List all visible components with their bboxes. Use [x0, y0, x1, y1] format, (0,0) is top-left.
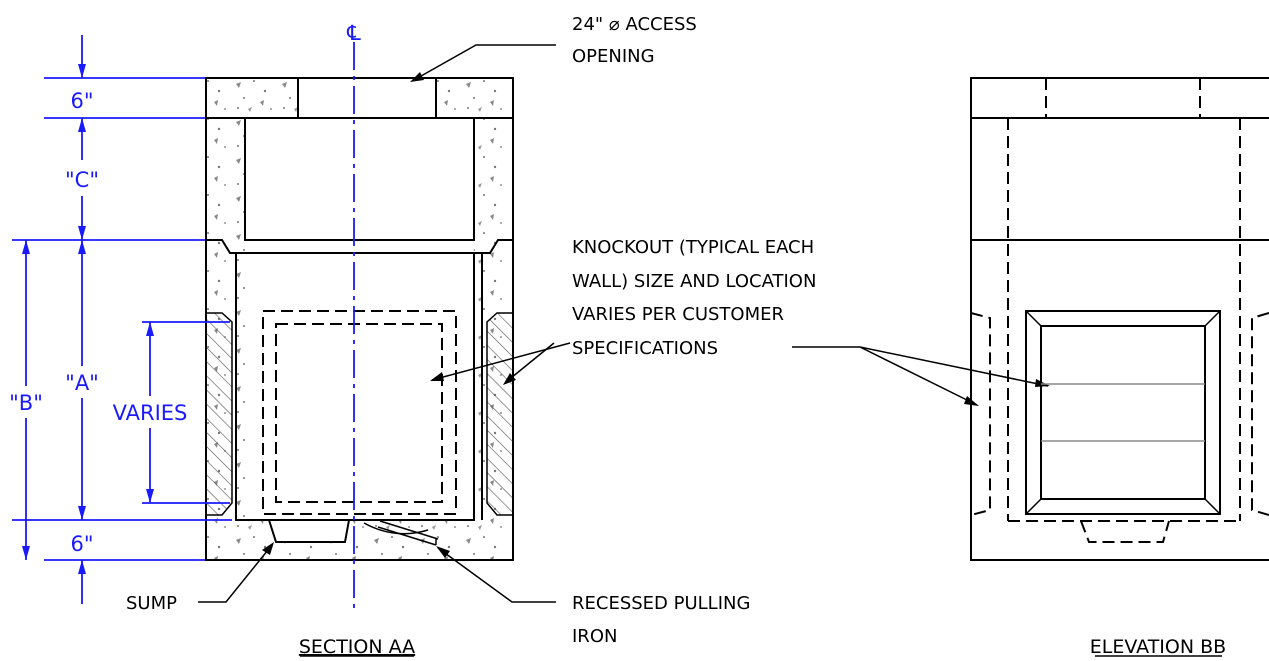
annotations: 24" ⌀ ACCESS OPENING KNOCKOUT (TYPICAL E…	[126, 14, 1226, 658]
concrete-fill	[206, 78, 513, 560]
elevation-knockout-frame	[1025, 310, 1221, 515]
dim-varies: VARIES	[113, 401, 188, 425]
dimensions: 6" "C" "A" "B" 6" VARIES	[9, 35, 232, 604]
dim-a: "A"	[65, 371, 99, 395]
note-access-opening-2: OPENING	[572, 46, 655, 67]
note-pulling-iron-1: RECESSED PULLING	[572, 593, 750, 614]
dim-bottom-slab: 6"	[70, 532, 93, 556]
centerline-symbol: ℄	[346, 21, 361, 45]
note-access-opening-1: 24" ⌀ ACCESS	[572, 14, 697, 35]
left-wall-knockout	[205, 312, 233, 516]
right-wall-knockout	[486, 312, 514, 516]
section-aa: ℄	[205, 21, 514, 608]
sump	[267, 519, 351, 543]
note-knockout-4: SPECIFICATIONS	[572, 338, 718, 359]
elevation-bb	[970, 77, 1269, 561]
note-pulling-iron-2: IRON	[572, 626, 617, 647]
back-wall-knockout-outer	[262, 310, 457, 515]
note-sump: SUMP	[126, 593, 177, 614]
note-knockout-3: VARIES PER CUSTOMER	[572, 304, 784, 325]
title-section-aa: SECTION AA	[299, 636, 415, 658]
dim-b: "B"	[9, 391, 43, 415]
inner-cavity	[244, 118, 475, 241]
title-elevation-bb: ELEVATION BB	[1090, 636, 1226, 658]
pulling-iron	[363, 520, 439, 546]
section-outline	[205, 77, 514, 561]
dim-top-slab: 6"	[70, 89, 93, 113]
note-knockout-1: KNOCKOUT (TYPICAL EACH	[572, 237, 814, 258]
back-wall-knockout-inner	[275, 323, 443, 503]
dim-c: "C"	[65, 168, 99, 192]
note-knockout-2: WALL) SIZE AND LOCATION	[572, 271, 816, 292]
